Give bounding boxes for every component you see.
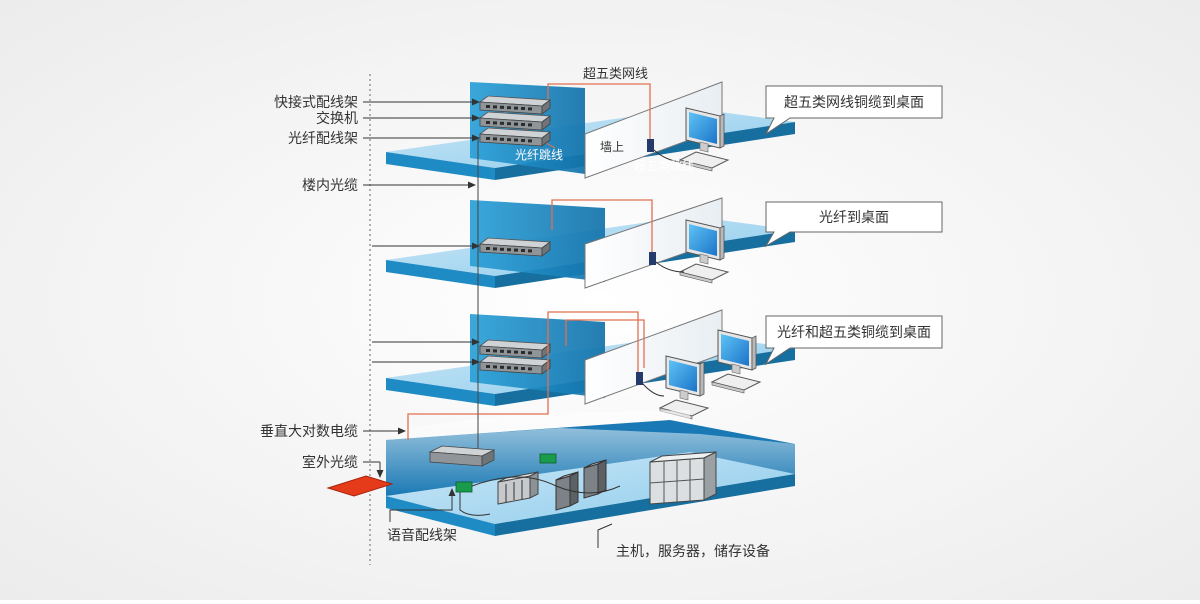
label-arrows bbox=[363, 98, 613, 548]
label-vertical-cable: 垂直大对数电缆 bbox=[260, 423, 358, 440]
label-building-fiber: 楼内光缆 bbox=[302, 178, 358, 194]
room-side-edge bbox=[495, 474, 795, 536]
floor-1-front-edge bbox=[386, 152, 495, 180]
callout-floor-1-text: 超五类网线铜缆到桌面 bbox=[784, 95, 924, 111]
floor-2-computer bbox=[679, 219, 729, 284]
floor-1-fiber-jumper-text: 光纤跳线 bbox=[515, 148, 563, 162]
floor-3-cable-a bbox=[547, 311, 639, 372]
floor-1-wall-text: 墙上 bbox=[600, 140, 624, 154]
server-tower-2 bbox=[583, 459, 607, 499]
server-tower-1 bbox=[555, 471, 579, 511]
callout-floor-3-text: 光纤和超五类铜缆到桌面 bbox=[777, 325, 931, 341]
floor-3-wall-outlet bbox=[636, 372, 643, 385]
callout-floor-1: 超五类网线铜缆到桌面 bbox=[764, 85, 943, 136]
label-voice-panel: 语音配线架 bbox=[387, 527, 457, 544]
floor-3-computer-back bbox=[711, 329, 761, 394]
floor-1-pc-cable bbox=[653, 149, 681, 163]
floor-3 bbox=[386, 309, 795, 420]
room-voice-cable bbox=[459, 492, 491, 516]
floor-3-pc-cable bbox=[642, 383, 665, 397]
floor-1-cat5e-cable bbox=[547, 83, 651, 140]
room-front-edge bbox=[386, 496, 495, 536]
room-wall-panel-green bbox=[539, 453, 557, 464]
voice-patch-panel bbox=[455, 481, 473, 493]
floor-1-cat5e-label: 超五类网线 bbox=[583, 67, 648, 82]
floor-2-fiber-cable bbox=[551, 199, 653, 252]
room-back-wall-highlight bbox=[386, 428, 795, 496]
floor-2 bbox=[386, 197, 795, 289]
room-wall-switch bbox=[428, 445, 496, 467]
label-fiber-panel: 光纤配线架 bbox=[288, 131, 358, 147]
equipment-room bbox=[326, 410, 795, 536]
floor-3-cable-b bbox=[565, 319, 645, 368]
outdoor-fiber-entry bbox=[326, 475, 394, 497]
room-network-cable bbox=[471, 476, 621, 494]
floor-1-wall-outlet bbox=[647, 139, 654, 152]
callout-floor-2-text: 光纤到桌面 bbox=[819, 210, 889, 226]
storage-array bbox=[649, 451, 717, 505]
label-switch: 交换机 bbox=[316, 110, 358, 127]
floor-3-front-edge bbox=[386, 378, 495, 406]
floor-2-pc-cable bbox=[655, 261, 685, 273]
callout-floor-3: 光纤和超五类铜缆到桌面 bbox=[764, 315, 943, 366]
label-equipment: 主机，服务器，储存设备 bbox=[616, 543, 770, 560]
label-outdoor-fiber: 室外光缆 bbox=[302, 454, 358, 471]
floor-3-computer-front bbox=[659, 355, 709, 420]
floor-1: 光纤跳线 墙上 超五类跳线 超五类网线 bbox=[386, 67, 795, 180]
floor-1-cat5e-jumper-text: 超五类跳线 bbox=[634, 158, 694, 173]
label-patch-panel: 快接式配线架 bbox=[274, 94, 358, 111]
floor-2-front-edge bbox=[386, 260, 495, 288]
callout-floor-2: 光纤到桌面 bbox=[764, 201, 943, 248]
floor-2-wall-outlet bbox=[649, 252, 656, 265]
